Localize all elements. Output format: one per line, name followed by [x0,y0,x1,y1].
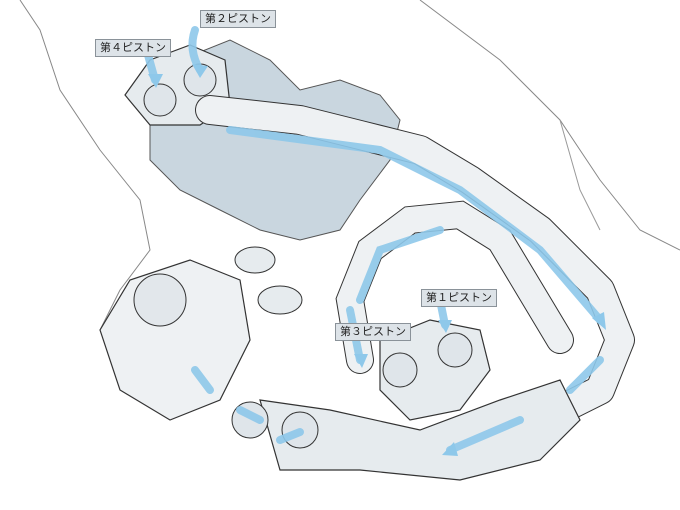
arrow-head [442,442,458,456]
vehicle-outline [19,0,151,331]
label-piston-1: 第１ピストン [421,289,497,307]
arrow-head [148,74,163,88]
arrow-head [192,64,208,78]
arrow-head [438,320,452,333]
label-piston-2: 第２ピストン [200,10,276,28]
label-piston-3: 第３ピストン [335,323,411,341]
arrow-head [592,312,606,330]
vehicle-outline-right [419,0,680,251]
collector [259,379,581,481]
label-piston-4: 第４ピストン [95,39,171,57]
arrow-head [354,354,368,368]
